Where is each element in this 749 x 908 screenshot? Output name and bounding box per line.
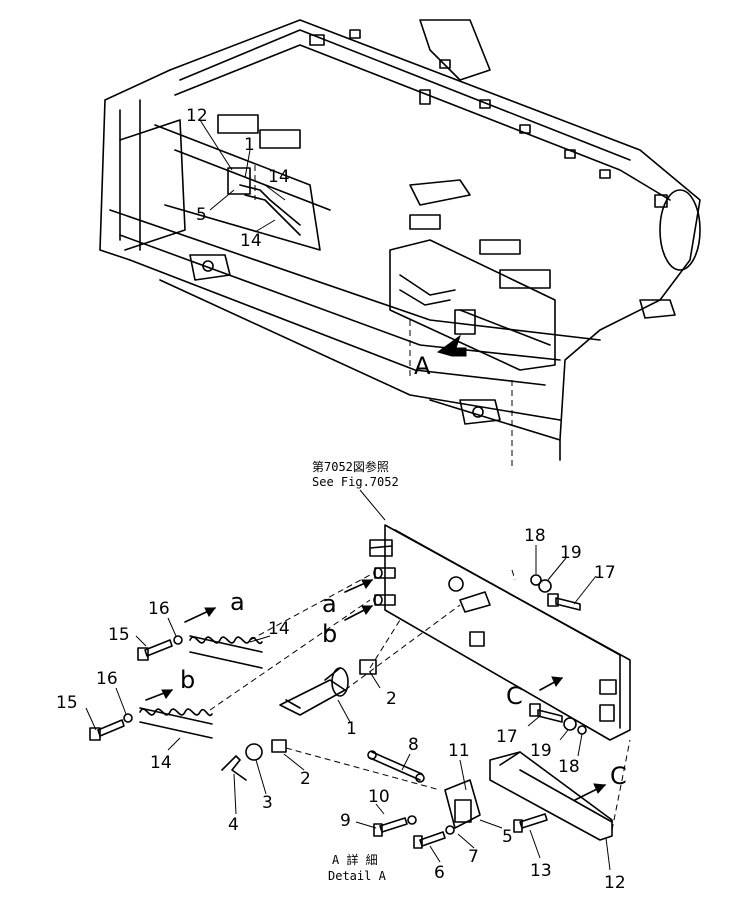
callout-14-lower: 14	[150, 753, 172, 773]
callout-7: 7	[468, 847, 479, 867]
callout-b-spring: b	[180, 666, 195, 694]
callout-12: 12	[604, 873, 626, 893]
callout-9: 9	[340, 811, 351, 831]
callout-top-5: 5	[196, 205, 207, 225]
callout-8: 8	[408, 735, 419, 755]
callout-c-plate: C	[506, 682, 523, 710]
figure-notes: 第7052図参照 See Fig.7052 A 詳 細 Detail A	[312, 459, 399, 883]
callout-5: 5	[502, 827, 513, 847]
callout-19-lower: 19	[530, 741, 552, 761]
detail-a-label-jp: A 詳 細	[332, 852, 378, 867]
callout-15: 15	[108, 625, 130, 645]
callout-11: 11	[448, 741, 470, 761]
callout-15-lower: 15	[56, 693, 78, 713]
callout-13: 13	[530, 861, 552, 881]
callout-16-lower: 16	[96, 669, 118, 689]
callout-top-14: 14	[268, 167, 290, 187]
callout-a-spring: a	[230, 588, 245, 616]
callout-17: 17	[594, 563, 616, 583]
detail-a-view: 18 19 17 a 16 14 15 a b 2 16 b 15 1 C 17…	[56, 524, 631, 893]
callout-3: 3	[262, 793, 273, 813]
callout-18-lower: 18	[558, 757, 580, 777]
callout-4: 4	[228, 815, 239, 835]
callout-2: 2	[386, 689, 397, 709]
callout-17-lower: 17	[496, 727, 518, 747]
callout-1: 1	[346, 719, 357, 739]
callout-16: 16	[148, 599, 170, 619]
detail-a-label-en: Detail A	[328, 869, 387, 883]
callout-a-stud: a	[322, 590, 337, 618]
callout-2-lower: 2	[300, 769, 311, 789]
see-fig-note-en: See Fig.7052	[312, 475, 399, 489]
callout-19: 19	[560, 543, 582, 563]
see-fig-note-jp: 第7052図参照	[312, 459, 389, 474]
callout-b-stud: b	[322, 620, 337, 648]
callout-top-14-lower: 14	[240, 231, 262, 251]
callout-14: 14	[268, 619, 290, 639]
callout-top-12: 12	[186, 106, 208, 126]
view-marker-a: A	[414, 352, 431, 380]
top-assembly-view: 12 1 14 5 14 A	[99, 19, 701, 470]
callout-10: 10	[368, 787, 390, 807]
callout-top-1: 1	[244, 135, 255, 155]
callout-c-rail: C	[610, 762, 627, 790]
callout-18: 18	[524, 526, 546, 546]
callout-6: 6	[434, 863, 445, 883]
